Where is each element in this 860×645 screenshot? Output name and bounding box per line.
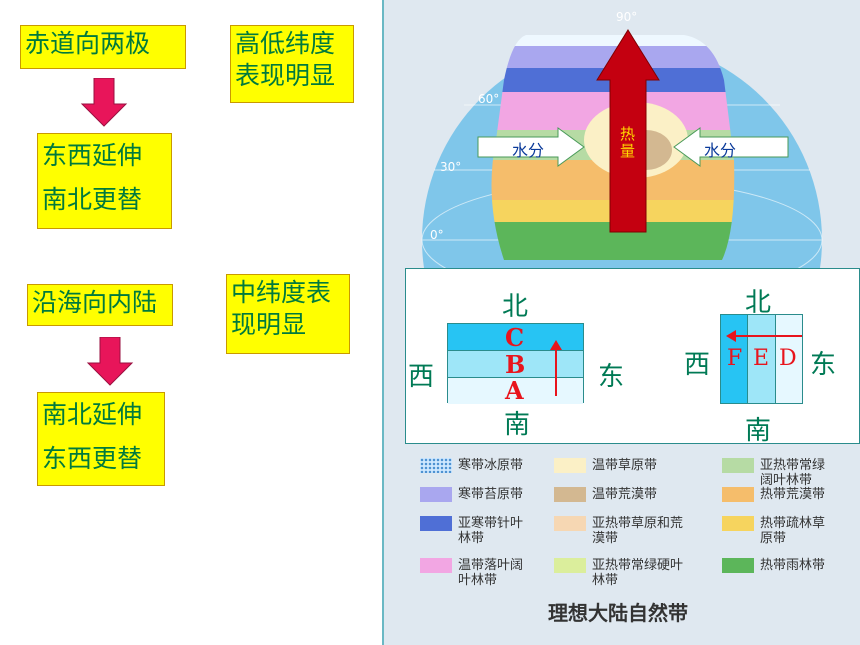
- legend-label: 亚热带草原和荒 漠带: [592, 516, 684, 546]
- legend-swatch: [420, 458, 452, 473]
- zone-e-label: E: [753, 346, 770, 371]
- box4-text: 沿海向内陆: [32, 288, 158, 317]
- legend-label: 亚寒带针叶 林带: [458, 516, 524, 546]
- box5-text: 中纬度表 现明显: [231, 278, 332, 339]
- panel-divider: [382, 0, 384, 645]
- legend-swatch: [554, 558, 586, 573]
- water-arrow-right-icon: [673, 127, 789, 167]
- legend-swatch: [722, 516, 754, 531]
- pane1-north: 北: [502, 292, 529, 322]
- pane2-north: 北: [745, 288, 772, 318]
- legend-item: 热带荒漠带: [722, 487, 825, 502]
- legend-label: 温带荒漠带: [592, 487, 658, 502]
- legend-label: 寒带苔原带: [458, 487, 524, 502]
- legend-swatch: [420, 516, 452, 531]
- heat-label: 热 量: [620, 125, 636, 160]
- pane2-zones: [720, 314, 803, 404]
- zone-d-label: D: [779, 346, 797, 371]
- legend-item: 亚寒带针叶 林带: [420, 516, 523, 546]
- legend-swatch: [554, 487, 586, 502]
- legend-item: 寒带苔原带: [420, 487, 523, 502]
- legend-item: 温带落叶阔 叶林带: [420, 558, 523, 588]
- zone-e-band: [747, 315, 775, 403]
- lat-0-label: 0°: [430, 228, 444, 242]
- figure-title: 理想大陆自然带: [548, 601, 688, 625]
- legend-item: 亚热带草原和荒 漠带: [554, 516, 683, 546]
- legend-item: 亚热带常绿 阔叶林带: [722, 458, 825, 488]
- pane2-east: 东: [810, 350, 837, 380]
- west-arrow-icon: [726, 330, 802, 342]
- down-arrow-icon-2: [86, 337, 134, 386]
- zone-d-band: [774, 315, 802, 403]
- zone-c-band: [448, 324, 583, 350]
- legend-item: 寒带冰原带: [420, 458, 523, 473]
- lat-60-label: 60°: [478, 92, 500, 106]
- legend-swatch: [420, 558, 452, 573]
- legend-item: 热带雨林带: [722, 558, 825, 573]
- zone-a-band: [448, 377, 583, 404]
- legend-swatch: [722, 558, 754, 573]
- box-ns-extend: 南北延伸 东西更替: [37, 392, 165, 486]
- legend-swatch: [554, 458, 586, 473]
- lat-30-label: 30°: [440, 160, 462, 174]
- pane1-east: 东: [598, 362, 625, 392]
- legend-item: 热带疏林草 原带: [722, 516, 825, 546]
- legend-item: 温带荒漠带: [554, 487, 657, 502]
- legend-label: 亚热带常绿 阔叶林带: [760, 458, 826, 488]
- box2-text: 高低纬度 表现明显: [235, 29, 336, 90]
- legend-swatch: [554, 516, 586, 531]
- legend-item: 亚热带常绿硬叶 林带: [554, 558, 683, 588]
- legend-label: 寒带冰原带: [458, 458, 524, 473]
- zone-a-label: A: [505, 376, 524, 405]
- box-equator-to-poles: 赤道向两极: [20, 25, 186, 69]
- zone-f-label: F: [727, 346, 743, 371]
- box-latitude-obvious: 高低纬度 表现明显: [230, 25, 354, 103]
- zone-b-label: B: [505, 350, 526, 379]
- legend-swatch: [722, 487, 754, 502]
- box-mid-latitude: 中纬度表 现明显: [226, 274, 350, 354]
- box1-text: 赤道向两极: [25, 29, 151, 58]
- pane2-south: 南: [745, 416, 772, 446]
- left-panel: 赤道向两极 高低纬度 表现明显 东西延伸 南北更替 沿海向内陆 中纬度表 现明显…: [0, 0, 382, 645]
- pane1-south: 南: [504, 410, 531, 440]
- legend-label: 热带荒漠带: [760, 487, 826, 502]
- water-label-right: 水分: [704, 141, 737, 160]
- zone-c-label: C: [505, 323, 525, 352]
- legend-label: 温带草原带: [592, 458, 658, 473]
- water-label-left: 水分: [512, 141, 545, 160]
- lat-90-label: 90°: [616, 10, 638, 24]
- box6-text: 南北延伸 东西更替: [42, 400, 143, 473]
- legend-swatch: [420, 487, 452, 502]
- zone-f-band: [721, 315, 748, 403]
- pane1-zones: [447, 323, 584, 404]
- pane2-west: 西: [684, 350, 711, 380]
- legend-label: 热带雨林带: [760, 558, 826, 573]
- zone-b-band: [448, 350, 583, 377]
- legend-label: 热带疏林草 原带: [760, 516, 826, 546]
- north-arrow-icon: [550, 340, 562, 396]
- legend-swatch: [722, 458, 754, 473]
- legend-item: 温带草原带: [554, 458, 657, 473]
- heat-arrow-icon: [596, 29, 660, 233]
- box-coast-to-inland: 沿海向内陆: [27, 284, 173, 326]
- legend-label: 亚热带常绿硬叶 林带: [592, 558, 684, 588]
- legend-label: 温带落叶阔 叶林带: [458, 558, 524, 588]
- box3-text: 东西延伸 南北更替: [42, 141, 143, 214]
- down-arrow-icon: [80, 78, 128, 127]
- pane1-west: 西: [408, 362, 435, 392]
- water-arrow-left-icon: [477, 127, 585, 167]
- box-ew-extend: 东西延伸 南北更替: [37, 133, 172, 229]
